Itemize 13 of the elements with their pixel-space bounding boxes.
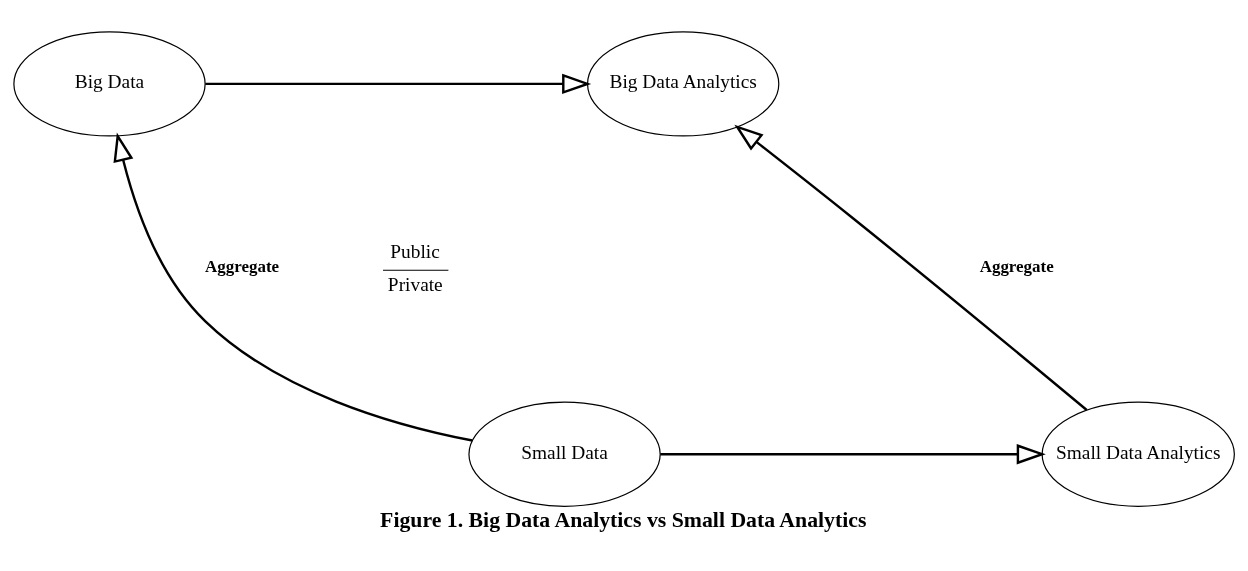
node-ellipse: Big Data: [13, 30, 206, 137]
node-ellipse: Small Data Analytics: [1041, 401, 1235, 507]
arrow: [660, 443, 1046, 464]
arrow: [205, 73, 592, 94]
label: Public: [390, 240, 440, 262]
caption: Figure 1. Big Data Analytics vs Small Data Analytics: [380, 507, 867, 532]
node-ellipse: Small Data: [468, 401, 661, 507]
edge-label: Aggregate: [979, 256, 1054, 276]
edge-label: Aggregate: [205, 256, 280, 276]
arrow: [113, 132, 473, 442]
label: Private: [387, 273, 443, 295]
node-ellipse: Big Data Analytics: [586, 30, 780, 137]
arrow: [734, 124, 1088, 411]
